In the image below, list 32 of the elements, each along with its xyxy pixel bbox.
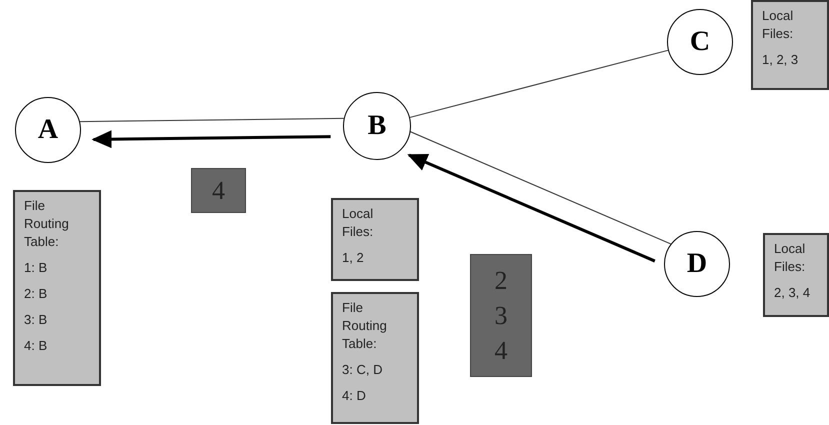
file-table bbox=[13, 190, 101, 386]
table-entry: 3: C, D bbox=[342, 361, 384, 379]
node-letter: C bbox=[690, 28, 710, 56]
file-number: 2 3 4 bbox=[494, 264, 508, 368]
table-entry: 3: B bbox=[24, 311, 48, 329]
file-table bbox=[331, 292, 419, 424]
table-heading: Local Files: bbox=[762, 7, 794, 43]
arrow bbox=[407, 154, 656, 262]
connection-line bbox=[410, 131, 672, 244]
node-letter: B bbox=[368, 112, 386, 140]
message-box bbox=[191, 168, 246, 213]
file-table bbox=[751, 0, 829, 90]
connection-line bbox=[79, 118, 344, 122]
file-table bbox=[763, 233, 829, 317]
table-entry: 2, 3, 4 bbox=[774, 284, 812, 302]
table-heading: File Routing Table: bbox=[24, 197, 70, 251]
table-entry: 2: B bbox=[24, 285, 48, 303]
arrow bbox=[92, 130, 331, 148]
table-entry: 4: B bbox=[24, 337, 48, 355]
file-number: 4 bbox=[211, 174, 226, 207]
table-heading: Local Files: bbox=[774, 240, 806, 276]
table-heading: Local Files: bbox=[342, 205, 374, 241]
table-entry: 1, 2, 3 bbox=[762, 51, 800, 69]
table-entry: 1, 2 bbox=[342, 249, 365, 267]
connection-line bbox=[409, 50, 669, 118]
table-entry: 1: B bbox=[24, 259, 48, 277]
table-heading: File Routing Table: bbox=[342, 299, 388, 353]
file-table bbox=[331, 198, 419, 281]
node-letter: A bbox=[38, 116, 58, 144]
table-entry: 4: D bbox=[342, 387, 367, 405]
message-box bbox=[470, 254, 532, 377]
node-letter: D bbox=[686, 250, 708, 278]
